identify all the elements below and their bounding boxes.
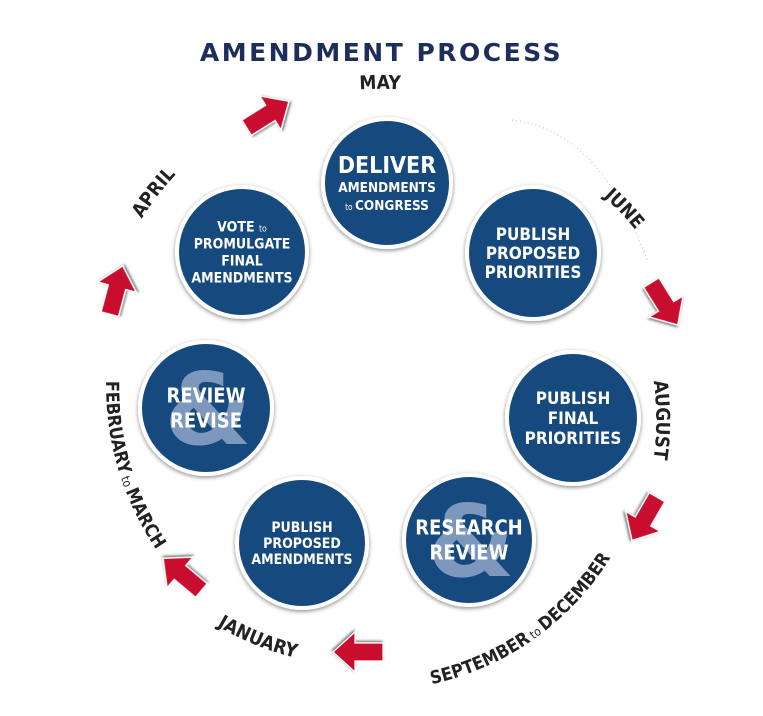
step-label-line: to CONGRESS [345, 198, 429, 214]
step-label-line: PRIORITIES [525, 429, 622, 449]
step-circle [235, 476, 369, 610]
step-circle [465, 185, 601, 321]
step-label-main: DELIVER [338, 153, 436, 179]
step-label-line: PROPOSED [263, 536, 341, 552]
arrow-april-to-may-icon [241, 95, 290, 137]
step-label-line: PROMULGATE [194, 237, 291, 253]
step-label-line: PUBLISH [496, 225, 571, 245]
arrow-september-to-january-icon [332, 630, 384, 674]
step-label-line: VOTE to [217, 220, 267, 236]
arrow-june-to-august-icon [642, 277, 684, 326]
step-label-line: REVIEW [167, 384, 246, 408]
arrow-january-to-february-icon [162, 556, 209, 599]
step-circle [402, 473, 536, 607]
month-may: MAY [359, 72, 402, 95]
step-label-line: FINAL [548, 409, 599, 429]
ampersand-glyph: & [164, 351, 251, 468]
step-label-line: FINAL [221, 254, 263, 270]
step-label-line: AMENDMENTS [338, 180, 436, 196]
step-circle [321, 117, 453, 249]
step-label-line: PUBLISH [536, 389, 611, 409]
step-label-line: AMENDMENTS [251, 552, 352, 568]
arrow-february-to-april-icon [96, 265, 138, 318]
step-circle [138, 340, 274, 476]
step-label-line: AMENDMENTS [191, 271, 292, 287]
step-label-line: PUBLISH [271, 520, 332, 536]
month-june: JUNE [600, 183, 649, 233]
month-april: APRIL [127, 163, 179, 222]
step-label-line: REVIEW [430, 541, 509, 565]
page-title: AMENDMENT PROCESS [199, 38, 564, 67]
arrow-august-to-september-icon [624, 491, 666, 542]
step-label-line: PROPOSED [486, 244, 580, 264]
step-label-line: RESEARCH [415, 516, 522, 540]
month-january: JANUARY [214, 611, 301, 663]
step-label-line: REVISE [170, 409, 242, 433]
month-august: AUGUST [649, 379, 674, 461]
step-circle [505, 350, 641, 486]
step-circle [175, 185, 309, 319]
ampersand-glyph: & [427, 483, 514, 600]
step-label-line: PRIORITIES [485, 263, 582, 283]
